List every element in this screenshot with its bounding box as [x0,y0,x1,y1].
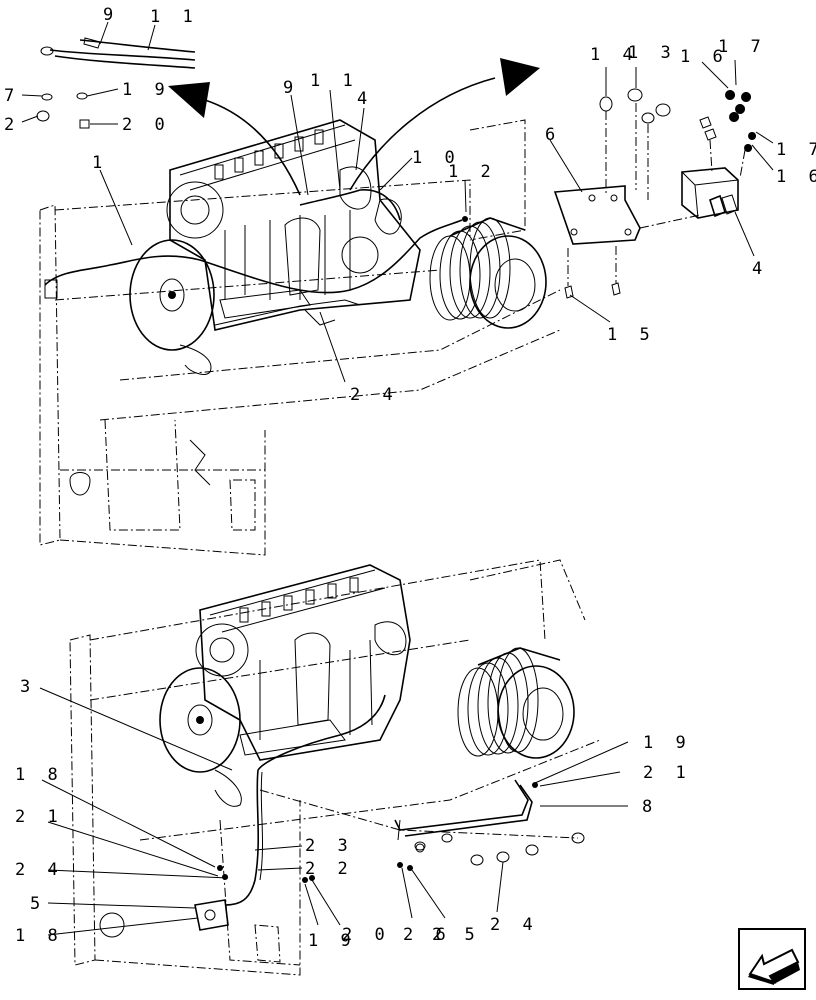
callout-12: 1 2 [448,162,497,182]
leader-lines [21,21,774,936]
callout-10: 1 0 [412,148,461,168]
callout-16: 1 6 [680,47,729,67]
callout-18: 1 8 [15,765,64,785]
callout-1: 1 [92,153,108,173]
callout-21: 2 1 [643,763,692,783]
top-hose-detail [36,37,196,129]
callout-19: 1 9 [122,80,171,100]
callout-25: 2 5 [432,925,481,945]
callout-8: 8 [642,797,658,817]
callout-9: 9 [103,5,119,25]
callout-19: 1 9 [308,931,357,951]
callout-21: 2 1 [15,807,64,827]
callout-11: 1 1 [150,7,199,27]
callout-20: 2 0 [342,925,391,945]
callout-19: 1 9 [643,733,692,753]
callout-4: 4 [752,259,768,279]
lower-flywheel-housing [159,667,242,807]
callout-26: 2 6 [403,925,452,945]
upper-engine-block [166,119,421,331]
lower-engine-block [195,564,411,761]
callout-labels-bottom: 3 1 9 2 1 8 1 8 2 1 2 3 2 4 2 2 5 1 8 1 … [15,677,692,951]
lower-wire-harness [194,694,386,931]
previous-page-button[interactable] [738,928,806,990]
previous-page-arrow-icon [748,948,800,985]
lower-frame-outline [69,559,601,976]
relay-bracket-exploded [553,88,757,299]
callout-18: 1 8 [15,926,64,946]
callout-23: 2 3 [305,836,354,856]
upper-frame-outline [39,119,561,556]
callout-20: 2 0 [122,115,171,135]
callout-4: 4 [357,89,373,109]
callout-7: 7 [4,86,20,106]
callout-15: 1 5 [607,325,656,345]
callout-22: 2 2 [305,859,354,879]
direction-arrows [168,58,540,196]
callout-16: 1 6 [776,167,816,187]
lower-bellows-fan [457,647,575,759]
callout-6: 6 [545,125,561,145]
callout-13: 1 3 [628,43,677,63]
callout-9: 9 [283,78,299,98]
callout-17: 1 7 [718,37,767,57]
callout-14: 1 4 [590,45,639,65]
callout-labels-top: 9 1 1 7 2 1 9 2 0 1 9 1 1 4 1 0 1 2 2 4 … [4,5,816,405]
upper-bellows-fan [429,217,547,329]
callout-11: 1 1 [310,71,359,91]
callout-17: 1 7 [776,140,816,160]
lower-tube-assembly [217,779,585,883]
callout-2: 2 [4,115,20,135]
callout-24: 2 4 [350,385,399,405]
callout-3: 3 [20,677,36,697]
upper-wire-harness [44,189,468,326]
upper-flywheel-housing [129,239,215,375]
callout-5: 5 [30,894,46,914]
callout-24: 2 4 [15,860,64,880]
callout-24: 2 4 [490,915,539,935]
